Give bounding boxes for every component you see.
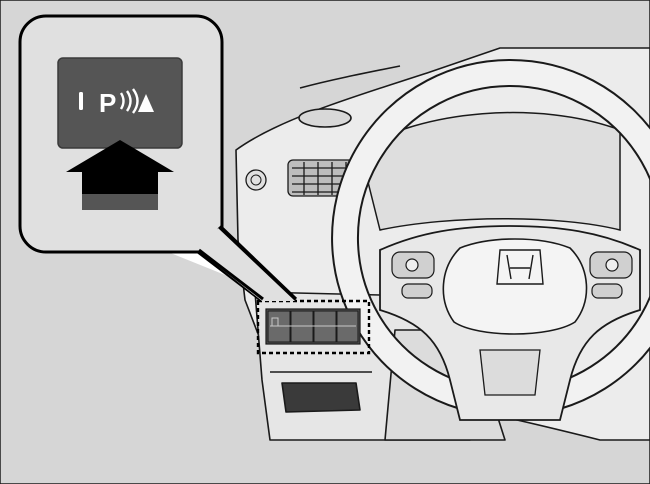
left-spoke-controls: [391, 251, 435, 299]
button-symbol: P: [99, 88, 116, 118]
parking-sensor-icon: [119, 88, 154, 114]
switch-indicator-mark: [271, 317, 279, 327]
honda-logo: [496, 249, 544, 285]
light-dial: [245, 169, 267, 191]
callout-pointer-fill: [200, 228, 295, 301]
callout-bubble: P: [18, 14, 298, 303]
dash-top-edge: [299, 65, 401, 89]
lower-storage-pocket: [281, 382, 361, 413]
indicator-light: [79, 92, 83, 110]
parking-sensor-button[interactable]: [57, 57, 183, 149]
switch-panel: [265, 308, 361, 345]
press-arrow-icon: [66, 140, 174, 210]
speaker-grille: [298, 108, 352, 128]
callout-pointer-right: [197, 250, 263, 303]
right-spoke-controls: [589, 251, 633, 299]
highlight-frame: [256, 299, 371, 355]
airbag-pad: [442, 238, 588, 335]
lower-spoke: [479, 349, 541, 396]
steering-wheel: [331, 59, 650, 421]
instrument-cluster: [359, 111, 621, 231]
light-dial-center: [250, 174, 262, 186]
